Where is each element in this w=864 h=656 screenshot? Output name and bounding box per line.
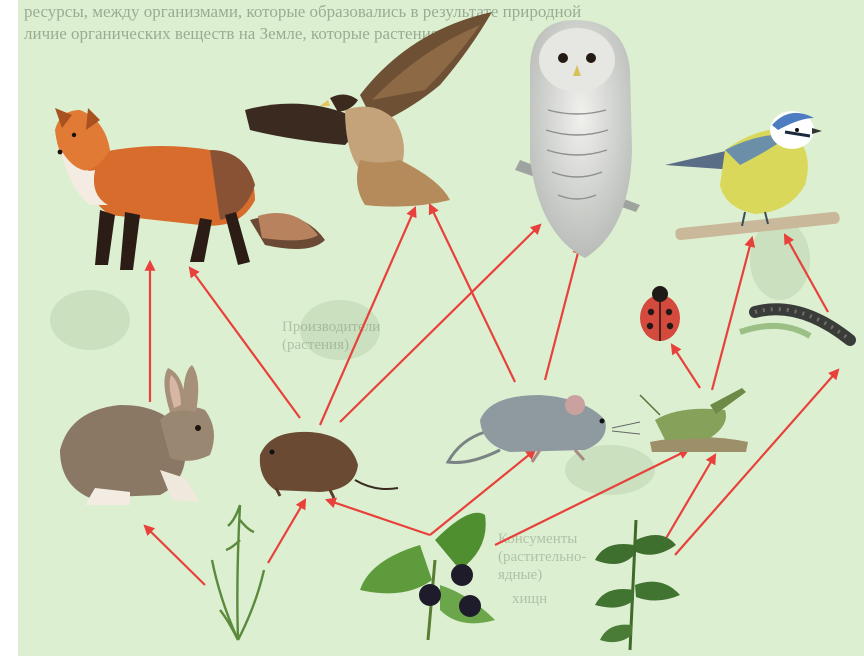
food-link-arrow (145, 526, 205, 585)
hare-icon (60, 365, 214, 505)
blackberry-icon (360, 513, 495, 640)
food-link-arrow (190, 268, 300, 418)
food-link-arrow (675, 370, 838, 555)
tit-bird-icon (665, 111, 840, 241)
owl-icon (515, 20, 640, 258)
grass-icon (212, 505, 264, 640)
food-link-arrow (545, 245, 580, 380)
ladybug-icon (640, 286, 680, 341)
vole-icon (260, 432, 398, 498)
food-link-arrow (712, 238, 752, 390)
hawk-icon (245, 12, 492, 207)
food-link-arrow (672, 345, 700, 388)
food-link-arrow (430, 205, 515, 382)
caterpillar-icon (740, 309, 850, 340)
nettle-icon (595, 520, 680, 650)
food-link-arrow (665, 455, 715, 540)
grasshopper-icon (640, 388, 748, 452)
food-link-arrow (268, 500, 305, 563)
food-link-arrow (327, 500, 430, 535)
